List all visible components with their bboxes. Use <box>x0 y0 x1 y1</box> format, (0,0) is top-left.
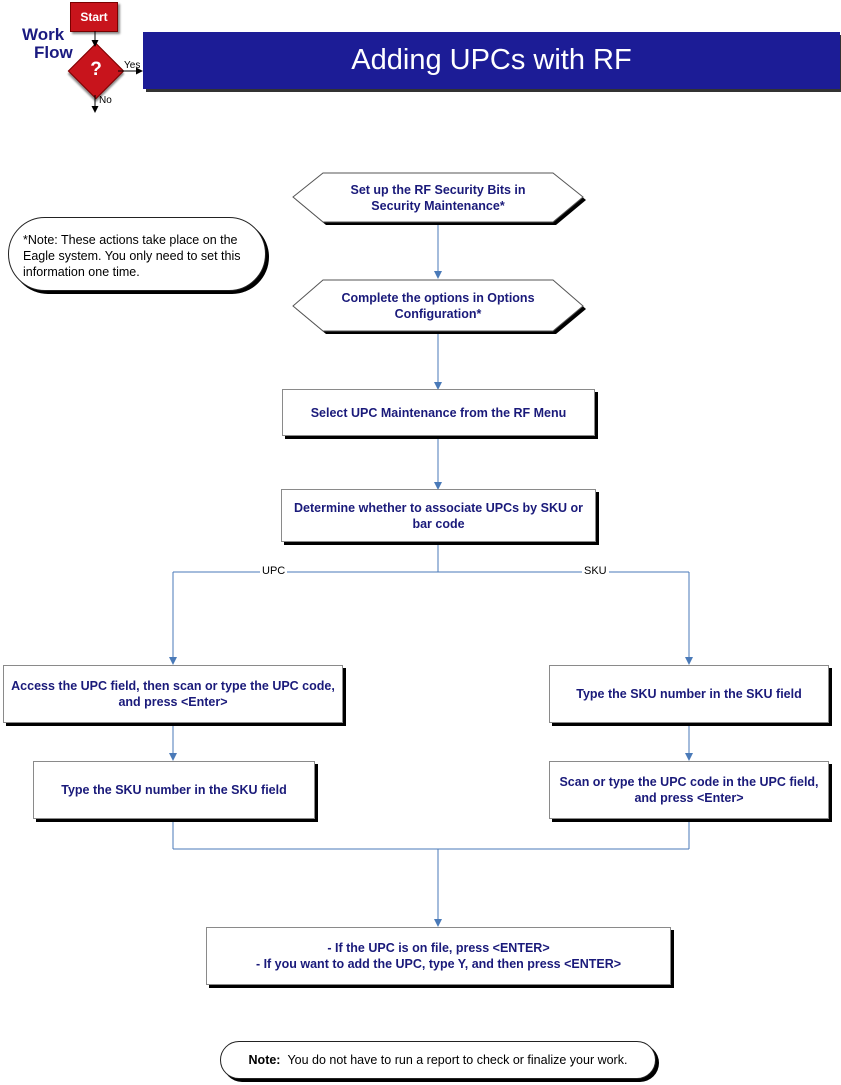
options-step-shape <box>292 279 584 332</box>
logo-start-box: Start <box>70 2 118 32</box>
upc-access-step-text: Access the UPC field, then scan or type … <box>11 679 335 709</box>
upc-sku-step-text: Type the SKU number in the SKU field <box>61 783 287 797</box>
upc-sku-step: Type the SKU number in the SKU field <box>33 761 315 819</box>
logo-yes-label: Yes <box>124 60 141 71</box>
upc-access-step: Access the UPC field, then scan or type … <box>3 665 343 723</box>
final-step-line1: - If the UPC is on file, press <ENTER> <box>327 941 550 955</box>
branch-label-upc: UPC <box>260 565 288 577</box>
page-title: Adding UPCs with RF <box>351 44 632 76</box>
logo-start-label: Start <box>80 10 108 24</box>
footer-note-label: Note: <box>248 1053 281 1067</box>
footer-note-text: You do not have to run a report to check… <box>287 1053 628 1067</box>
logo-no-label: No <box>99 95 112 106</box>
side-note-text: *Note: These actions take place on the E… <box>23 233 241 279</box>
final-step: - If the UPC is on file, press <ENTER> -… <box>206 927 671 985</box>
logo-question-mark: ? <box>90 59 102 80</box>
sku-scan-step-text: Scan or type the UPC code in the UPC fie… <box>559 775 819 805</box>
final-step-line2: - If you want to add the UPC, type Y, an… <box>255 957 622 971</box>
logo-work-label: Work <box>22 25 65 44</box>
security-step-shape <box>292 172 584 223</box>
options-step-text: Complete the options in Options Configur… <box>341 291 535 321</box>
determine-step: Determine whether to associate UPCs by S… <box>281 489 596 542</box>
branch-label-sku: SKU <box>582 565 609 577</box>
footer-note-bubble: Note: You do not have to run a report to… <box>220 1041 656 1079</box>
security-step-text: Set up the RF Security Bits in Security … <box>350 183 526 213</box>
logo-flow-label: Flow <box>34 43 73 62</box>
page-title-banner: Adding UPCs with RF <box>143 32 840 89</box>
sku-type-step: Type the SKU number in the SKU field <box>549 665 829 723</box>
select-menu-step: Select UPC Maintenance from the RF Menu <box>282 389 595 436</box>
select-menu-step-text: Select UPC Maintenance from the RF Menu <box>310 405 567 420</box>
sku-type-step-text: Type the SKU number in the SKU field <box>576 687 802 701</box>
side-note-bubble: *Note: These actions take place on the E… <box>8 217 266 291</box>
determine-step-text: Determine whether to associate UPCs by S… <box>294 500 583 531</box>
sku-scan-step: Scan or type the UPC code in the UPC fie… <box>549 761 829 819</box>
